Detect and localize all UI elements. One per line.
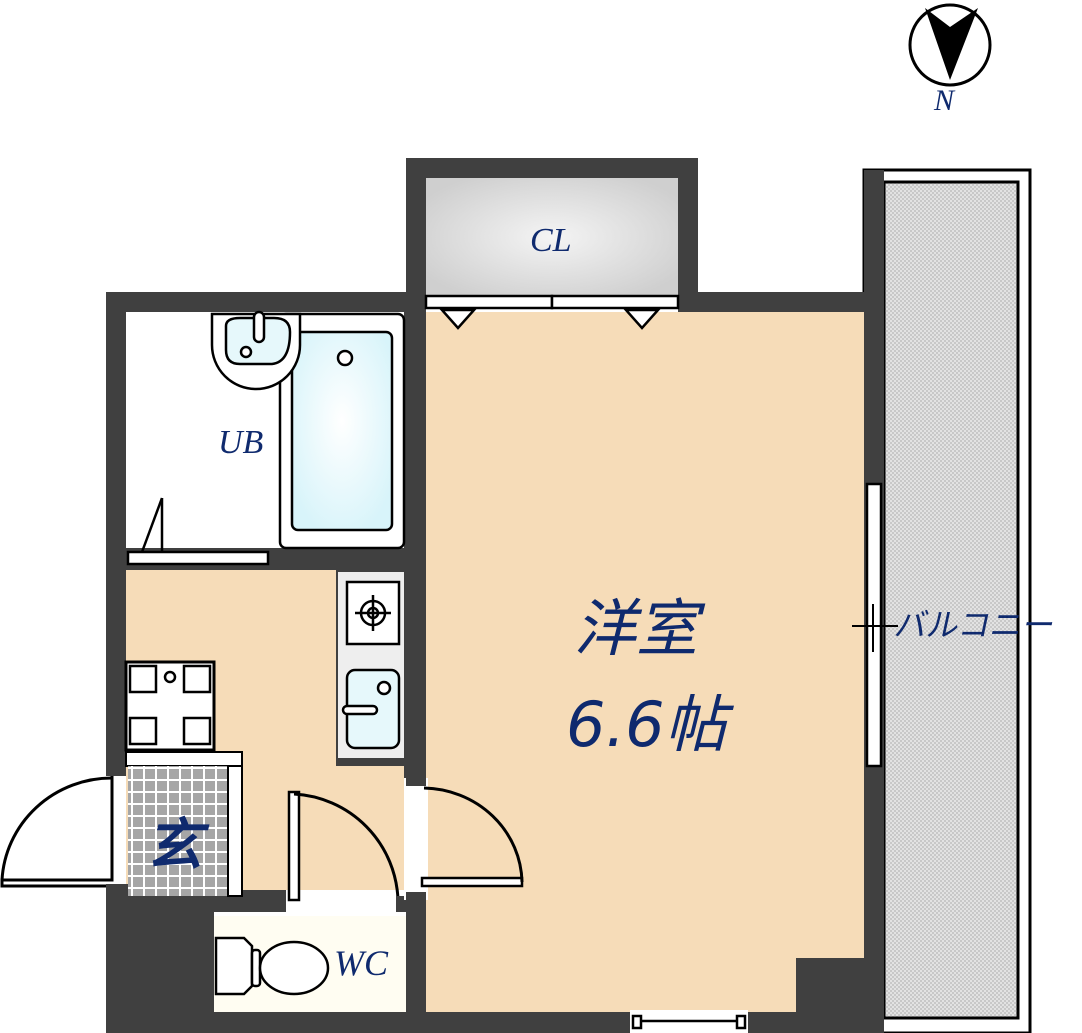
north-arrow-icon [908,3,992,87]
entrance [0,751,243,897]
toilet-label: WC [334,943,388,983]
balcony-label: バルコニー [891,606,1059,644]
unit-bath-label: UB [218,424,264,461]
unit-bath [126,310,406,566]
toilet [214,790,406,1012]
entrance-door-swing [0,776,113,881]
closet-label: CL [530,222,572,259]
bottom-window [630,1010,748,1033]
walls [106,158,868,1033]
balcony-window [852,482,898,768]
western-room-label: 洋室 [574,592,699,665]
western-room-size: 6.6帖 [566,688,727,761]
kitchen-counter [336,570,406,766]
bath-door [126,550,270,566]
bathtub [290,330,394,532]
compass-label: N [934,84,955,117]
entrance-label: 玄 [146,813,202,878]
room-door [404,778,524,900]
balcony [862,168,1032,1033]
toilet-door [287,790,301,902]
western-room-floor [426,312,864,1012]
washer-space [124,660,216,752]
closet [424,178,680,330]
